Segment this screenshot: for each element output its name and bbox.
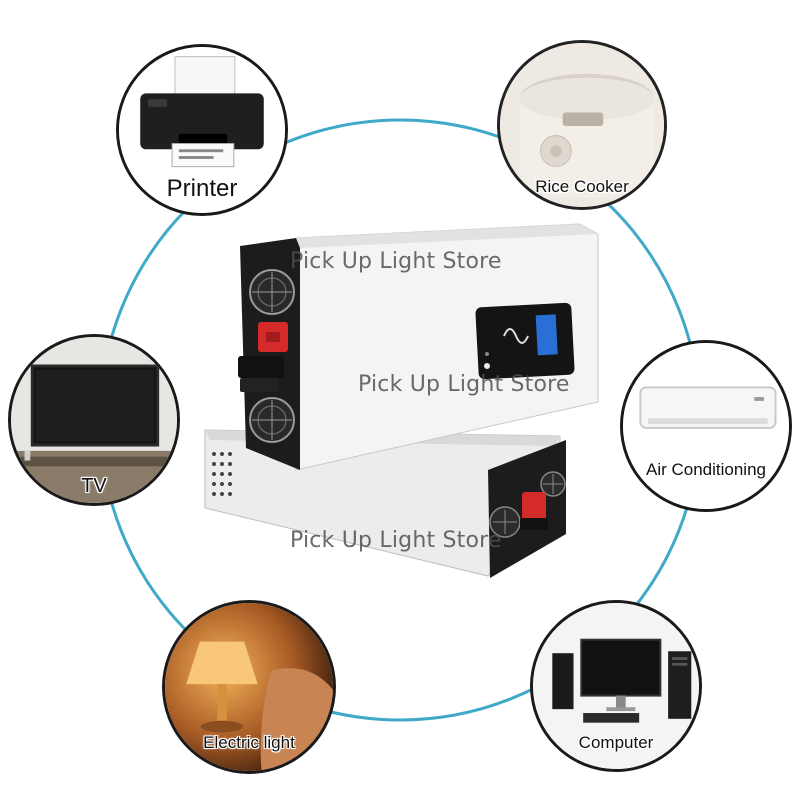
watermark-bottom: Pick Up Light Store bbox=[290, 528, 502, 553]
lamp-icon bbox=[165, 603, 333, 771]
watermark-top: Pick Up Light Store bbox=[290, 249, 502, 274]
appliance-circle-tv: TV bbox=[8, 334, 180, 506]
appliance-circle-air-conditioning: Air Conditioning bbox=[620, 340, 792, 512]
appliance-label-electric-light: Electric light bbox=[203, 733, 295, 752]
appliance-circle-electric-light: Electric light bbox=[162, 600, 336, 774]
inverter-upper-unit bbox=[238, 223, 599, 471]
watermark-middle: Pick Up Light Store bbox=[358, 372, 570, 397]
appliance-circle-computer: Computer bbox=[530, 600, 702, 772]
printer-icon bbox=[119, 47, 285, 213]
appliance-label-printer: Printer bbox=[166, 175, 238, 202]
computer-icon bbox=[533, 603, 699, 769]
appliance-circle-printer: Printer bbox=[116, 44, 288, 216]
air-conditioner-icon bbox=[623, 343, 789, 509]
appliance-label-rice-cooker: Rice Cooker bbox=[535, 177, 629, 196]
tv-icon bbox=[11, 337, 177, 503]
rice-cooker-icon bbox=[500, 43, 664, 207]
appliance-label-computer: Computer bbox=[578, 733, 654, 752]
appliance-label-air-conditioning: Air Conditioning bbox=[645, 460, 766, 479]
appliance-circle-rice-cooker: Rice Cooker bbox=[497, 40, 667, 210]
appliance-label-tv: TV bbox=[81, 475, 107, 497]
